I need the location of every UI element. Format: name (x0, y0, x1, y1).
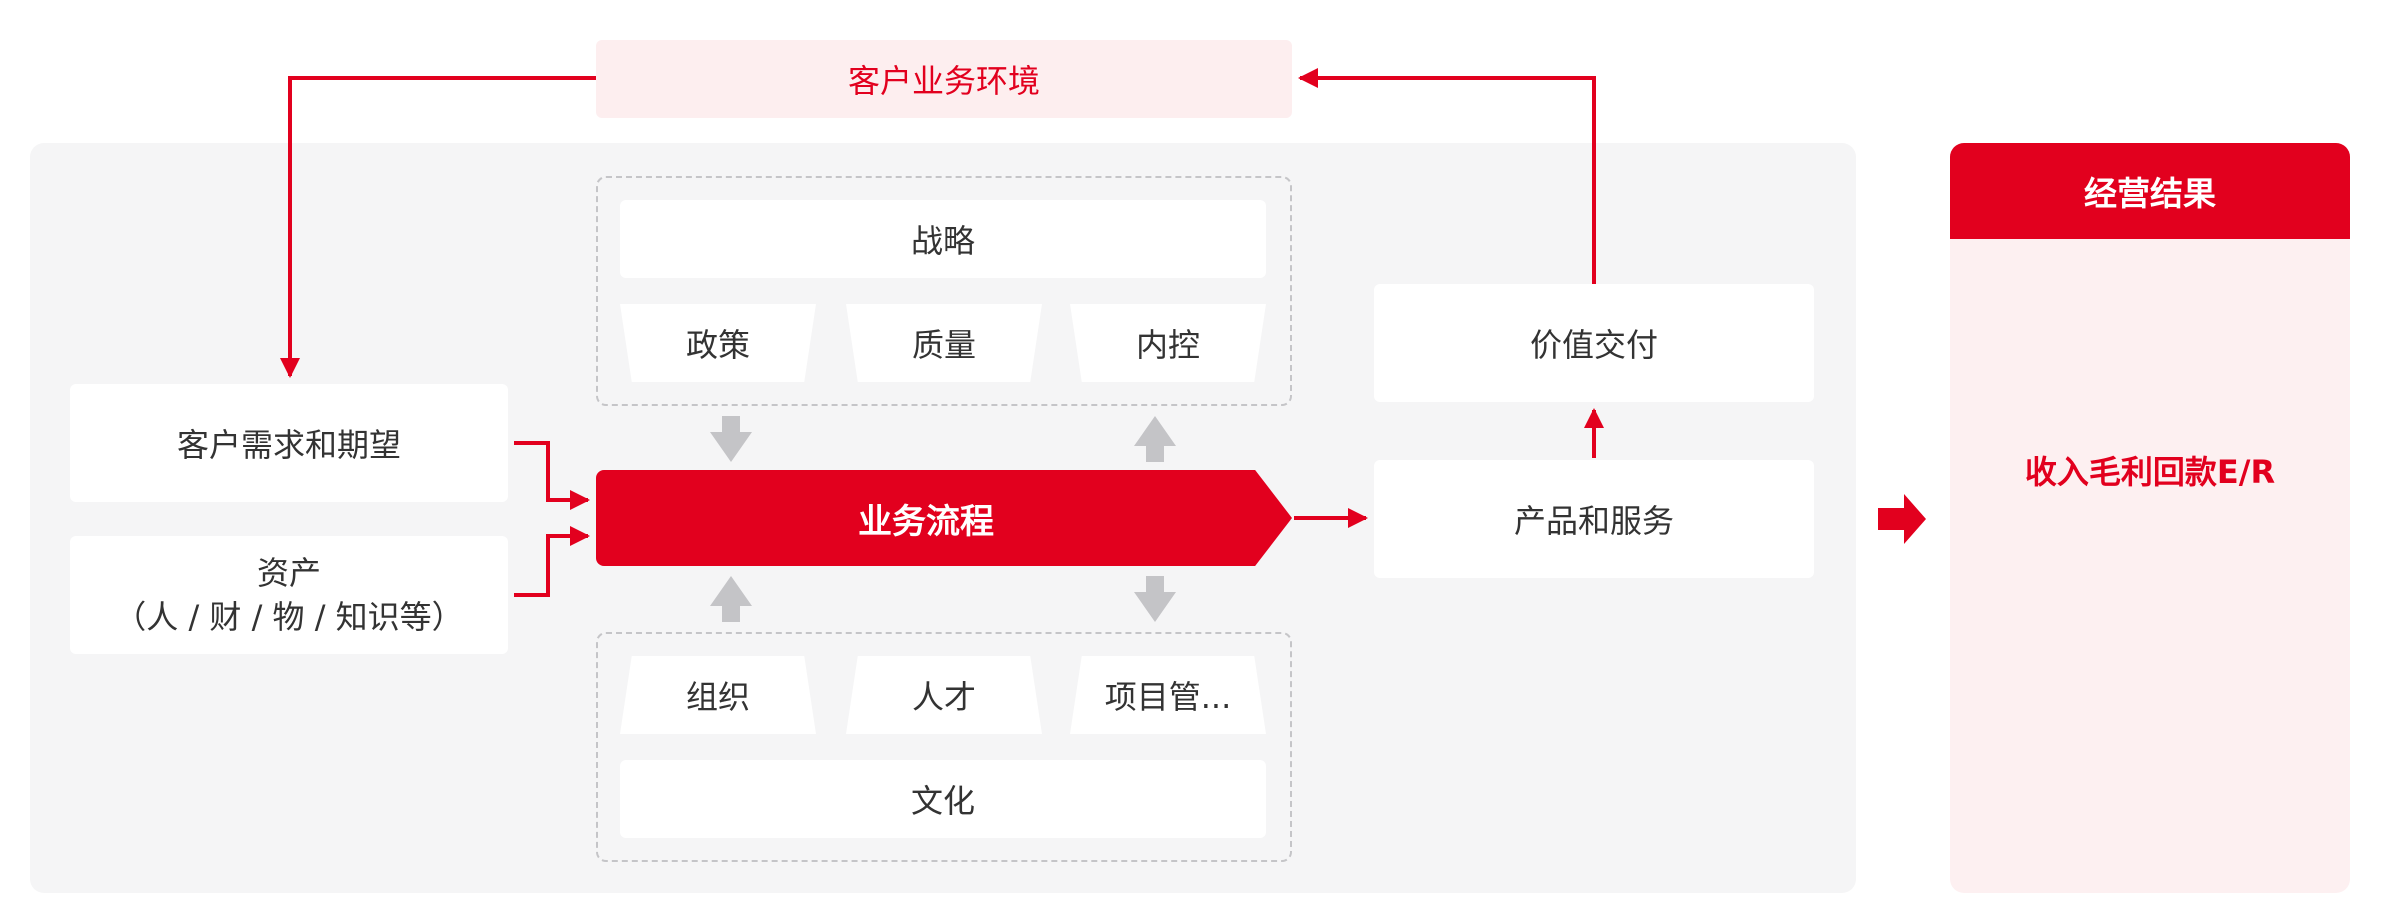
process-down-gray-arrow (1134, 576, 1176, 622)
business-result-panel: 经营结果 收入毛利回款E/R (1950, 143, 2350, 893)
top-down-gray-arrow (710, 416, 752, 462)
process-up-gray-arrow (1134, 416, 1176, 462)
talent-box: 人才 (846, 656, 1042, 734)
business-process-box: 业务流程 (596, 470, 1292, 566)
assets-title: 资产 (256, 554, 321, 592)
assets-detail: （人 / 财 / 物 / 知识等） (114, 598, 464, 636)
env-to-demand-arrow (280, 76, 596, 378)
to-result-arrow (1878, 494, 1926, 544)
assets-to-process-arrow (514, 526, 590, 597)
product-service-box: 产品和服务 (1374, 460, 1814, 578)
value-delivery-box: 价值交付 (1374, 284, 1814, 402)
value-to-env-arrow (1298, 68, 1596, 284)
quality-box: 质量 (846, 304, 1042, 382)
strategy-box: 战略 (620, 200, 1266, 278)
culture-box: 文化 (620, 760, 1266, 838)
demand-to-process-arrow (514, 441, 590, 510)
customer-demand-box: 客户需求和期望 (70, 384, 508, 502)
assets-box: 资产 （人 / 财 / 物 / 知识等） (70, 536, 508, 654)
organization-box: 组织 (620, 656, 816, 734)
bottom-support-group (596, 632, 1292, 862)
business-result-metrics: 收入毛利回款E/R (2024, 453, 2276, 491)
bottom-up-gray-arrow (710, 576, 752, 622)
top-support-group (596, 176, 1292, 406)
customer-environment-box: 客户业务环境 (596, 40, 1292, 118)
business-result-title: 经营结果 (1950, 143, 2350, 239)
policy-box: 政策 (620, 304, 816, 382)
internal-control-box: 内控 (1070, 304, 1266, 382)
project-management-box: 项目管... (1070, 656, 1266, 734)
